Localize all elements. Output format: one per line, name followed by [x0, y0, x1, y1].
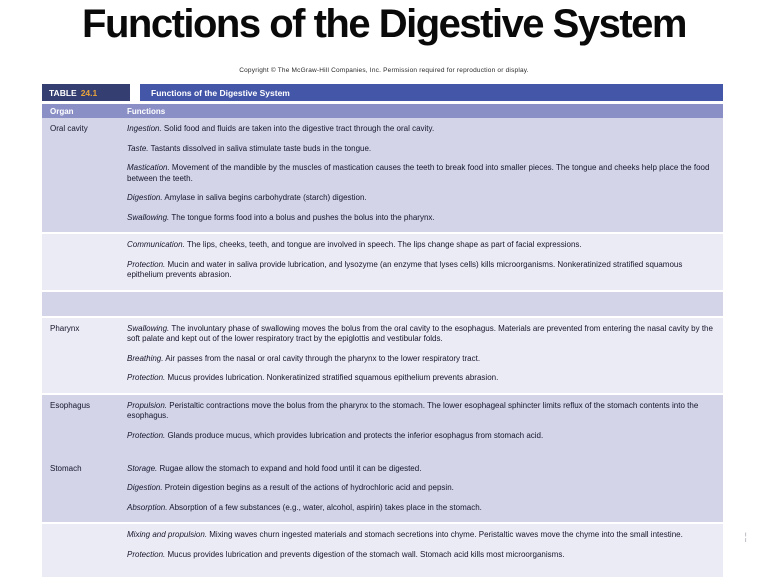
- function-item: Mixing and propulsion. Mixing waves chur…: [127, 530, 715, 541]
- function-term: Digestion.: [127, 193, 163, 202]
- function-term: Swallowing.: [127, 323, 170, 333]
- page-marker: ¦: [744, 532, 747, 543]
- table-row-group: Oral cavity Ingestion. Solid food and flu…: [42, 118, 723, 234]
- function-description: Mucin and water in saliva provide lubric…: [127, 259, 683, 280]
- table-row-group: Communication. The lips, cheeks, teeth, …: [42, 234, 723, 292]
- column-header-organ: Organ: [50, 106, 74, 116]
- table-number: 24.1: [80, 87, 98, 98]
- function-description: Air passes from the nasal or oral cavity…: [163, 353, 481, 363]
- function-description: Protein digestion begins as a result of …: [162, 483, 454, 492]
- functions-cell: Swallowing. The involuntary phase of swa…: [122, 318, 723, 393]
- table-row-group: Pharynx Swallowing. The involuntary phase…: [42, 317, 723, 395]
- organ-cell: Esophagus: [50, 400, 91, 410]
- function-term: Protection.: [127, 259, 166, 269]
- function-term: Protection.: [127, 549, 166, 559]
- function-description: The lips, cheeks, teeth, and tongue are …: [184, 240, 582, 249]
- function-item: Protection. Mucin and water in saliva pr…: [127, 260, 715, 281]
- function-description: Movement of the mandible by the muscles …: [127, 163, 710, 183]
- table-caption-text: Functions of the Digestive System: [151, 87, 290, 98]
- function-item: Protection. Mucus provides lubrication a…: [127, 550, 715, 561]
- copyright-notice: Copyright © The McGraw-Hill Companies, I…: [239, 67, 529, 74]
- functions-cell: [122, 292, 723, 316]
- table-row-group: Stomach Storage. Rugae allow the stomach …: [42, 457, 723, 524]
- function-term: Swallowing.: [127, 212, 170, 222]
- function-description: Solid food and fluids are taken into the…: [161, 124, 435, 133]
- function-term: Protection.: [127, 373, 166, 382]
- function-item: Absorption. Absorption of a few substanc…: [127, 503, 715, 514]
- function-item: Digestion. Protein digestion begins as a…: [127, 483, 715, 494]
- page-title: Functions of the Digestive System: [82, 2, 687, 46]
- organ-cell: [42, 292, 122, 316]
- column-header-functions: Functions: [127, 106, 166, 116]
- function-description: Mucus provides lubrication. Nonkeratiniz…: [165, 373, 499, 382]
- table-row-group: Esophagus Propulsion. Peristaltic contrac…: [42, 394, 723, 458]
- organ-cell: [42, 524, 122, 577]
- table-row-group: Mixing and propulsion. Mixing waves chur…: [42, 524, 723, 579]
- table-body: Oral cavity Ingestion. Solid food and flu…: [42, 118, 723, 579]
- function-term: Digestion.: [127, 483, 163, 492]
- organ-cell: [42, 234, 122, 290]
- function-description: Amylase in saliva begins carbohydrate (s…: [162, 193, 367, 202]
- table-header-row: TABLE 24.1 Functions of the Digestive Sy…: [42, 84, 723, 101]
- function-term: Storage.: [127, 463, 158, 473]
- functions-cell: Storage. Rugae allow the stomach to expa…: [122, 458, 723, 523]
- function-item: Ingestion. Solid food and fluids are tak…: [127, 124, 715, 135]
- function-item: Swallowing. The tongue forms food into a…: [127, 213, 715, 224]
- table-label-box: TABLE 24.1: [42, 84, 130, 101]
- organ-cell: Pharynx: [50, 323, 80, 333]
- function-item: Propulsion. Peristaltic contractions mov…: [127, 401, 715, 422]
- function-item: Taste. Tastants dissolved in saliva stim…: [127, 144, 715, 155]
- function-term: Protection.: [127, 430, 166, 440]
- function-item: Protection. Glands produce mucus, which …: [127, 431, 715, 442]
- function-description: Rugae allow the stomach to expand and ho…: [157, 463, 422, 473]
- function-item: Breathing. Air passes from the nasal or …: [127, 354, 715, 365]
- function-description: The involuntary phase of swallowing move…: [127, 323, 713, 344]
- table-caption: Functions of the Digestive System: [140, 84, 723, 101]
- function-term: Mixing and propulsion.: [127, 530, 208, 539]
- function-term: Absorption.: [127, 502, 168, 512]
- header-gap: [130, 84, 140, 101]
- function-term: Mastication.: [127, 163, 170, 172]
- digestive-system-table: TABLE 24.1 Functions of the Digestive Sy…: [42, 84, 723, 579]
- functions-cell: Mixing and propulsion. Mixing waves chur…: [122, 524, 723, 577]
- function-description: Tastants dissolved in saliva stimulate t…: [148, 143, 372, 153]
- function-term: Breathing.: [127, 353, 164, 363]
- function-description: Absorption of a few substances (e.g., wa…: [167, 502, 482, 512]
- function-description: Mucus provides lubrication and prevents …: [165, 549, 565, 559]
- functions-cell: Communication. The lips, cheeks, teeth, …: [122, 234, 723, 290]
- functions-cell: Ingestion. Solid food and fluids are tak…: [122, 118, 723, 232]
- function-term: Propulsion.: [127, 400, 168, 410]
- organ-cell: Stomach: [50, 463, 82, 473]
- function-term: Ingestion.: [127, 124, 162, 133]
- function-term: Communication.: [127, 240, 185, 249]
- function-description: Glands produce mucus, which provides lub…: [165, 430, 544, 440]
- function-item: Storage. Rugae allow the stomach to expa…: [127, 464, 715, 475]
- function-item: Protection. Mucus provides lubrication. …: [127, 373, 715, 384]
- column-header-row: Organ Functions: [42, 104, 723, 118]
- function-term: Taste.: [127, 143, 149, 153]
- table-row-group: [42, 291, 723, 318]
- function-item: Mastication. Movement of the mandible by…: [127, 163, 715, 184]
- function-item: Swallowing. The involuntary phase of swa…: [127, 324, 715, 345]
- table-label: TABLE: [49, 87, 77, 98]
- organ-cell: Oral cavity: [50, 124, 88, 133]
- function-item: Digestion. Amylase in saliva begins carb…: [127, 193, 715, 204]
- functions-cell: Propulsion. Peristaltic contractions mov…: [122, 395, 723, 458]
- function-description: The tongue forms food into a bolus and p…: [169, 212, 435, 222]
- function-description: Mixing waves churn ingested materials an…: [207, 530, 683, 539]
- function-description: Peristaltic contractions move the bolus …: [127, 400, 699, 421]
- function-item: Communication. The lips, cheeks, teeth, …: [127, 240, 715, 251]
